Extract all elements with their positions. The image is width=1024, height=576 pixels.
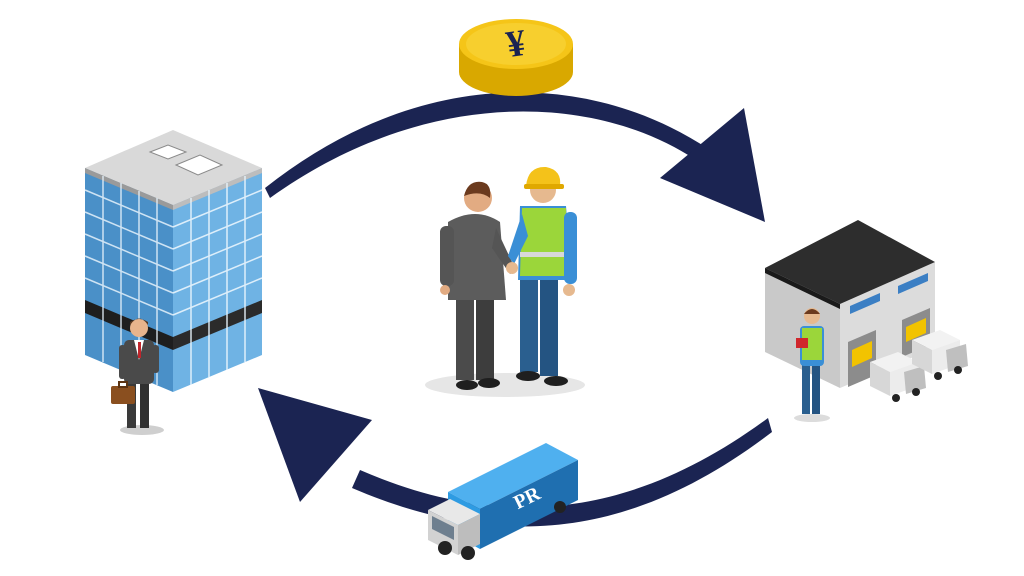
handshake-icon	[425, 166, 585, 397]
businessman-icon	[111, 318, 164, 435]
yen-coin-icon: ¥	[459, 19, 573, 96]
bottom-cycle-arrow	[258, 388, 772, 527]
businessman-back-figure	[440, 181, 518, 390]
warehouse-worker-icon	[794, 308, 830, 422]
office-building-icon	[84, 130, 263, 392]
small-truck-icon-2	[912, 330, 968, 380]
briefcase-icon	[111, 381, 135, 404]
delivery-truck-icon: PR	[428, 443, 578, 560]
worker-figure	[506, 166, 577, 386]
small-truck-icon	[870, 352, 926, 402]
top-cycle-arrow	[265, 92, 765, 222]
